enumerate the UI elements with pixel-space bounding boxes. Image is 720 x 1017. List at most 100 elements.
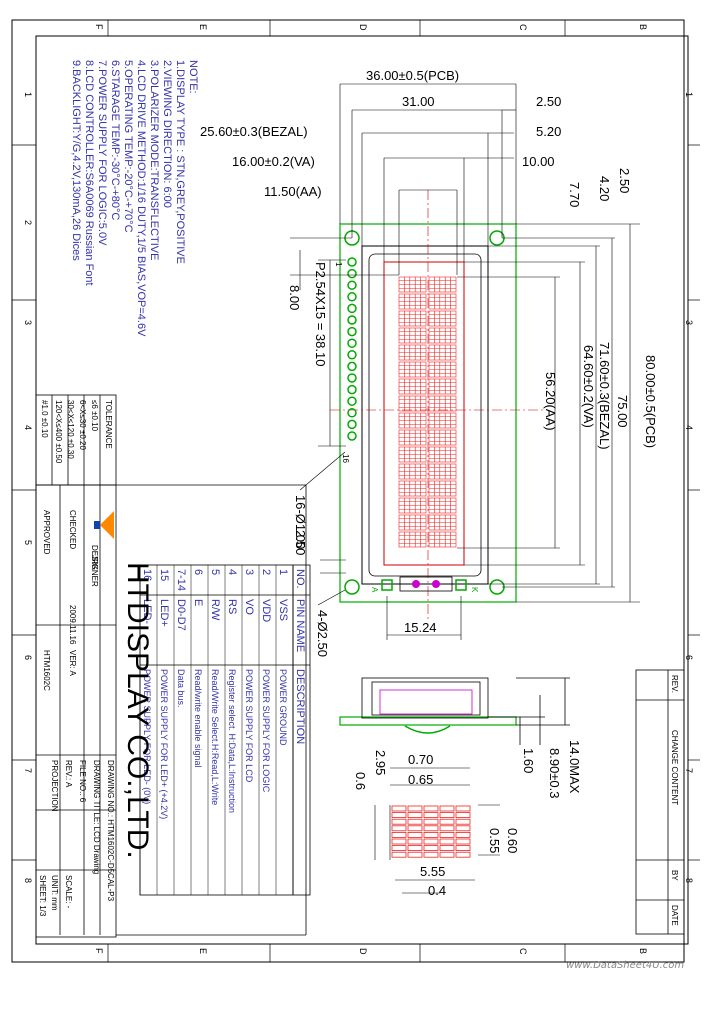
revision-table-headers: REV. CHANGE CONTENT BY DATE bbox=[670, 675, 679, 926]
border-letter-f2: F bbox=[94, 948, 104, 954]
pin-table-cell: POWER SUPPLY FOR LCD bbox=[244, 669, 254, 783]
led-2 bbox=[432, 580, 440, 588]
pin-table-cell: 7-14 bbox=[175, 569, 187, 591]
dim-890: 8.90±0.3 bbox=[547, 748, 562, 799]
note-3: 3.POLARIZER MODE:TRANSFLECTIVE bbox=[148, 60, 160, 260]
pin-hole bbox=[347, 280, 357, 290]
pin-table-cell: 4 bbox=[226, 569, 238, 575]
border-num-r4: 4 bbox=[684, 425, 694, 430]
note-8: 8.LCD CONTROLLER:S6A0069 Russian Font bbox=[83, 60, 95, 286]
dim-160: 1.60 bbox=[521, 748, 536, 773]
note-9: 9.BACKLIGHT:Y/G,4.2V,130mA,26 Dices bbox=[70, 60, 82, 261]
pixel-dim-texts: 0.70 0.65 2.95 0.6 0.60 0.55 5.55 0.4 bbox=[353, 750, 520, 898]
char-cell bbox=[428, 276, 457, 293]
pixel-dot bbox=[455, 845, 471, 851]
border-num-5: 5 bbox=[23, 540, 33, 545]
company-name: HTDISPLAY CO.,LTD. bbox=[121, 562, 154, 859]
dim-055: 0.55 bbox=[487, 828, 502, 853]
pin-table-cell: RS bbox=[226, 599, 238, 614]
pixel-detail bbox=[391, 805, 471, 858]
border-numbers: 1 2 3 4 5 6 7 8 1 3 4 6 7 8 bbox=[23, 92, 694, 883]
projection-label: PROJECTION bbox=[50, 760, 59, 812]
pixel-dot bbox=[407, 832, 423, 838]
char-cell bbox=[398, 497, 427, 514]
change-header: CHANGE CONTENT bbox=[670, 730, 679, 805]
pin-1-label: 1 bbox=[334, 262, 343, 267]
side-connector bbox=[404, 725, 451, 734]
scale-label: SCALE: - bbox=[64, 875, 73, 909]
dim-1000: 10.00 bbox=[522, 154, 555, 169]
pin-hole bbox=[347, 361, 357, 372]
char-cell bbox=[398, 361, 427, 378]
file-no: FILE NO.: 6 bbox=[78, 760, 87, 803]
char-cell bbox=[398, 412, 427, 429]
pixel-dot bbox=[439, 812, 455, 818]
pixel-dot bbox=[391, 812, 407, 818]
dim-06: 0.6 bbox=[353, 772, 368, 790]
dim-aa-h: 56.20(AA) bbox=[543, 372, 558, 431]
dim-texts: 36.00±0.5(PCB) 31.00 2.50 25.60±0.3(BEZA… bbox=[200, 68, 658, 657]
pixel-dot bbox=[439, 845, 455, 851]
drawing-no: DRAWING NO.: HTM1602C-D5CAL-P3 bbox=[106, 760, 115, 902]
led-1 bbox=[412, 580, 420, 588]
pixel-dot bbox=[423, 812, 439, 818]
revision-table bbox=[635, 669, 685, 935]
checked: CHECKED bbox=[68, 510, 77, 549]
char-cell bbox=[398, 293, 427, 310]
char-cell bbox=[398, 310, 427, 327]
dim-pitch: P2.54X15 = 38.10 bbox=[313, 262, 328, 366]
bezel-inner bbox=[368, 253, 482, 577]
pin-table-cell: 1 bbox=[277, 569, 289, 575]
pixel-dot bbox=[455, 812, 471, 818]
pin-hole bbox=[347, 292, 357, 302]
pin-hole bbox=[347, 419, 357, 430]
pin-table-cell: R/W bbox=[209, 599, 221, 621]
dim-lines bbox=[290, 83, 640, 640]
pin-table-cell: VDD bbox=[260, 599, 272, 622]
pin-16-label: 16 bbox=[341, 454, 350, 463]
dim-295: 2.95 bbox=[373, 750, 388, 775]
border-num-r1: 1 bbox=[684, 92, 694, 97]
side-view bbox=[339, 677, 570, 745]
border-num-3: 3 bbox=[23, 320, 33, 325]
logo-icon bbox=[94, 511, 114, 539]
pin-hole bbox=[347, 268, 357, 279]
tol-title: TOLERANCE bbox=[104, 400, 113, 449]
pixel-dot bbox=[423, 818, 439, 825]
pixel-dim-lines bbox=[374, 767, 500, 894]
pixel-dot bbox=[391, 851, 407, 858]
pin-table-cell: Data bus. bbox=[176, 669, 186, 708]
border-letter-f: F bbox=[94, 24, 104, 30]
pixel-dot bbox=[407, 805, 423, 812]
tol-3: 30<X≤120 ±0.30 bbox=[66, 400, 75, 459]
designer: DESIGNER bbox=[90, 545, 99, 587]
dim-va-w: 16.00±0.2(VA) bbox=[232, 154, 315, 169]
char-cell bbox=[428, 480, 457, 497]
border-letter-c2: C bbox=[518, 948, 528, 955]
side-frame bbox=[371, 681, 481, 716]
pixel-dot bbox=[455, 825, 471, 832]
pixel-dot bbox=[407, 845, 423, 851]
dim-065: 0.65 bbox=[408, 772, 433, 787]
border-letters: F E D C B F E D C B bbox=[94, 24, 648, 955]
pin-hole bbox=[347, 326, 357, 337]
dim-bezel-w: 25.60±0.3(BEZAL) bbox=[200, 124, 308, 139]
pixel-dot bbox=[439, 832, 455, 838]
active-area bbox=[398, 276, 457, 548]
bezel-outline bbox=[361, 245, 489, 585]
border-num-r6: 6 bbox=[684, 655, 694, 660]
tol-4: 120<X≤400 ±0.50 bbox=[54, 400, 63, 464]
pin-hole bbox=[347, 338, 357, 348]
dim-holes16: 16-Ø1.00 bbox=[293, 495, 308, 549]
dim-770: 7.70 bbox=[567, 182, 582, 207]
border-letter-e: E bbox=[198, 24, 208, 30]
note-5: 5.OPERATING TEMP:-20°C-+70°C bbox=[122, 60, 134, 233]
border-letter-b2: B bbox=[638, 948, 648, 954]
pixel-dot bbox=[407, 812, 423, 818]
border-num-r3: 3 bbox=[684, 320, 694, 325]
border-num-7: 7 bbox=[23, 768, 33, 773]
pixel-dot bbox=[423, 832, 439, 838]
char-cell bbox=[398, 531, 427, 548]
pin-hole bbox=[347, 431, 357, 441]
dim-060: 0.60 bbox=[505, 828, 520, 853]
